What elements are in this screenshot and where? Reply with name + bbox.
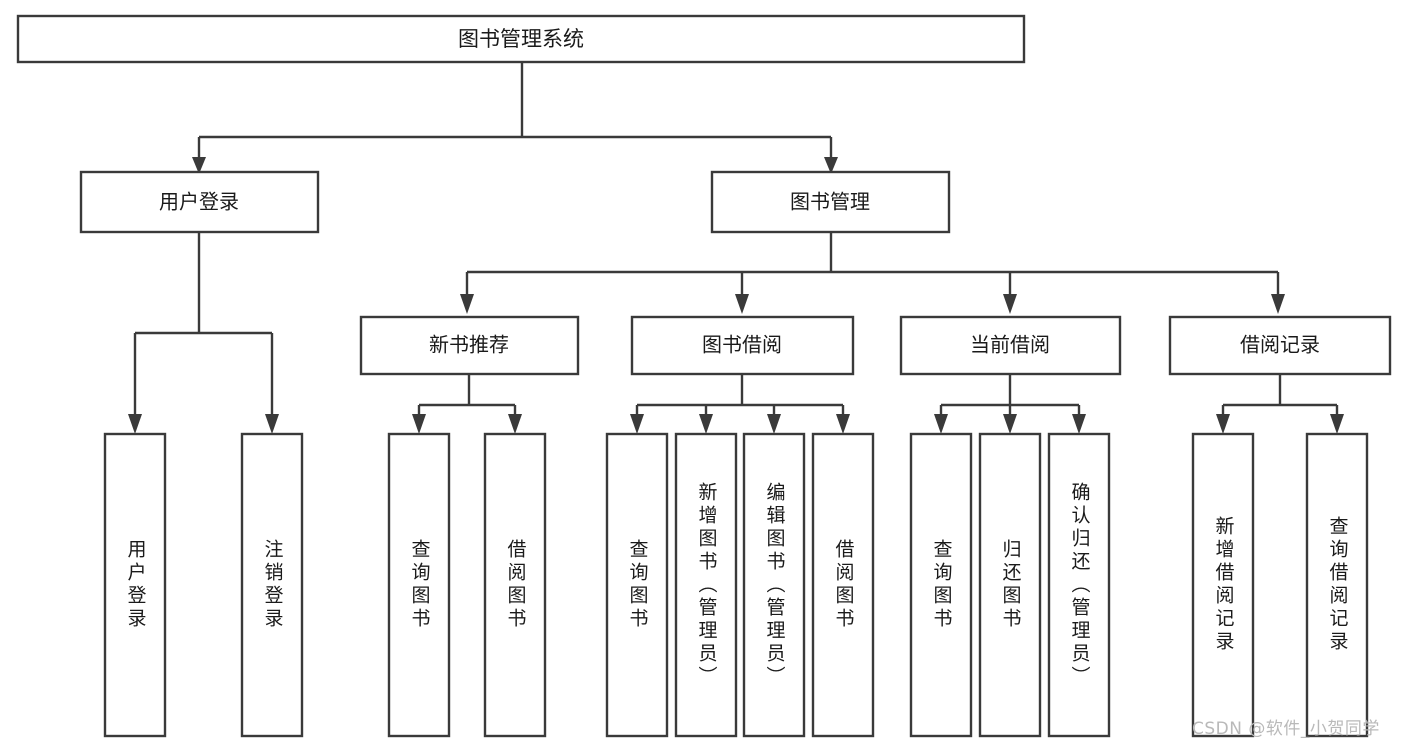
connector-group-bookmgmt	[460, 232, 1285, 314]
arrow-head-leaf-borrowrecord-1	[1216, 414, 1230, 434]
leaf-box-borrowrecord-1[interactable]	[1191, 432, 1255, 738]
leaf-box-bookborrow-3[interactable]	[742, 432, 806, 738]
leaf-box-borrowrecord-2[interactable]	[1305, 432, 1369, 738]
leaf-box-user-login-1[interactable]	[103, 432, 167, 738]
node-book-management[interactable]: 图书管理	[710, 170, 951, 234]
arrow-head-leaf-bookborrow-2	[699, 414, 713, 434]
arrow-head-leaf-bookborrow-1	[630, 414, 644, 434]
node-user-login[interactable]: 用户登录	[79, 170, 320, 234]
leaf-box-newbook-2[interactable]	[483, 432, 547, 738]
connector-group-userlogin	[128, 232, 279, 434]
node-root-system-box[interactable]	[16, 14, 1026, 64]
leaf-box-bookborrow-2[interactable]	[674, 432, 738, 738]
arrow-head-leaf-currentborrow-3	[1072, 414, 1086, 434]
arrow-head-leaf-user-login-1	[128, 414, 142, 434]
leaf-box-currentborrow-1[interactable]	[909, 432, 973, 738]
node-borrow-record[interactable]: 借阅记录	[1168, 315, 1392, 376]
csdn-watermark: CSDN @软件_小贺同学	[1192, 719, 1380, 739]
node-borrow-record-label: 借阅记录	[1240, 333, 1320, 357]
arrow-head-leaf-bookborrow-3	[767, 414, 781, 434]
arrow-head-leaf-user-login-2	[265, 414, 279, 434]
node-current-borrow[interactable]: 当前借阅	[899, 315, 1122, 376]
node-book-borrow-box[interactable]	[630, 315, 855, 376]
node-current-borrow-box[interactable]	[899, 315, 1122, 376]
node-book-borrow-label: 图书借阅	[702, 333, 782, 357]
node-user-login-box[interactable]	[79, 170, 320, 234]
leaf-box-bookborrow-4[interactable]	[811, 432, 875, 738]
connector-group-bookborrow	[630, 374, 850, 434]
arrow-head-bookborrow	[735, 294, 749, 314]
arrow-head-currentborrow	[1003, 294, 1017, 314]
connector-group-currentborrow	[934, 374, 1086, 434]
leaf-box-currentborrow-2[interactable]	[978, 432, 1042, 738]
node-new-book-recommend-label: 新书推荐	[429, 333, 509, 357]
node-root-system-label: 图书管理系统	[458, 27, 584, 51]
arrow-head-newbook	[460, 294, 474, 314]
leaf-box-currentborrow-3[interactable]	[1047, 432, 1111, 738]
leaf-box-user-login-2[interactable]	[240, 432, 304, 738]
arrow-head-leaf-newbook-1	[412, 414, 426, 434]
node-book-borrow[interactable]: 图书借阅	[630, 315, 855, 376]
leaf-box-bookborrow-1[interactable]	[605, 432, 669, 738]
arrow-head-borrowrecord	[1271, 294, 1285, 314]
node-current-borrow-label: 当前借阅	[970, 333, 1050, 357]
node-new-book-recommend-box[interactable]	[359, 315, 580, 376]
node-book-management-label: 图书管理	[790, 190, 870, 214]
node-book-management-box[interactable]	[710, 170, 951, 234]
arrow-head-leaf-bookborrow-4	[836, 414, 850, 434]
connector-group-borrowrecord	[1216, 374, 1344, 434]
arrow-head-bookmgmt	[824, 157, 838, 174]
node-user-login-label: 用户登录	[159, 190, 239, 214]
node-root-system[interactable]: 图书管理系统	[16, 14, 1026, 64]
connector-group-newbook	[412, 374, 522, 434]
arrow-head-userlogin	[192, 157, 206, 174]
arrow-head-leaf-borrowrecord-2	[1330, 414, 1344, 434]
arrow-head-leaf-currentborrow-2	[1003, 414, 1017, 434]
node-new-book-recommend[interactable]: 新书推荐	[359, 315, 580, 376]
leaf-box-newbook-1[interactable]	[387, 432, 451, 738]
node-borrow-record-box[interactable]	[1168, 315, 1392, 376]
arrow-head-leaf-newbook-2	[508, 414, 522, 434]
arrow-head-leaf-currentborrow-1	[934, 414, 948, 434]
connector-group-root	[192, 62, 838, 174]
